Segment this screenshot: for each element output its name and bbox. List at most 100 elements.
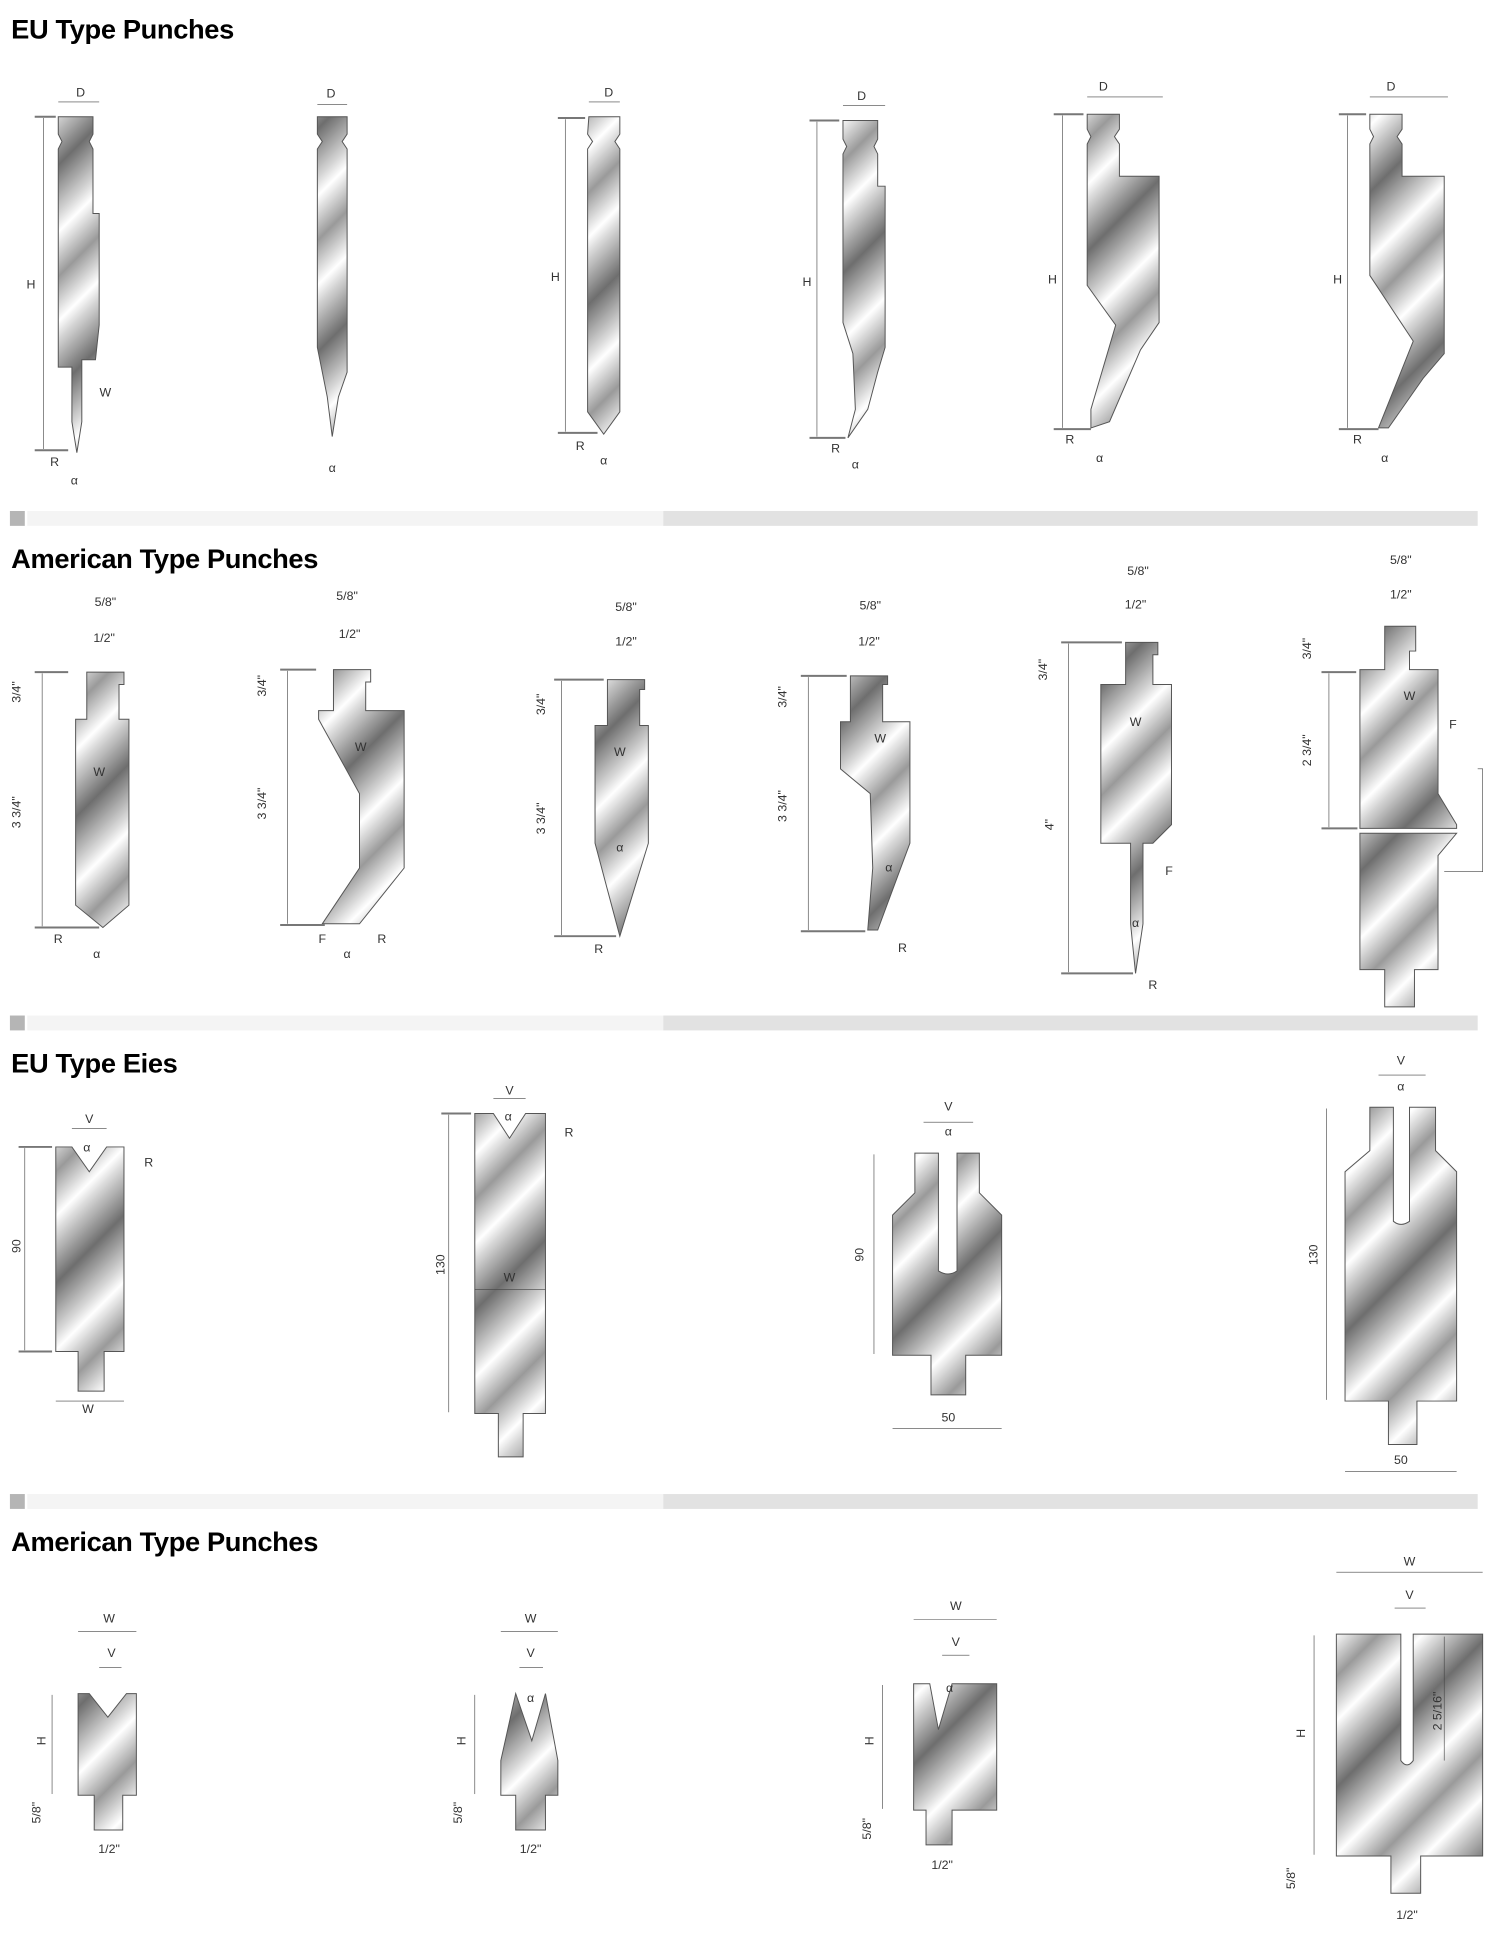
dimension-label: D xyxy=(327,87,336,101)
american-punch-4 xyxy=(800,674,911,933)
dimension-label: W xyxy=(525,1612,537,1626)
dimension-label: W xyxy=(93,765,105,779)
dimension-label: α xyxy=(329,461,336,475)
dimension-label: 50 xyxy=(941,1411,955,1425)
dimension-label: H xyxy=(455,1736,469,1745)
dimension-label: α xyxy=(946,1681,953,1695)
dimension-label: 5/8" xyxy=(1284,1868,1298,1890)
dimension-label: H xyxy=(34,1736,48,1745)
dimension-label: 1/2" xyxy=(93,631,115,645)
dimension-label: α xyxy=(885,860,892,874)
dimension-label: α xyxy=(1132,916,1139,930)
eu-die-1 xyxy=(18,1128,125,1402)
dimension-label: W xyxy=(82,1402,94,1416)
american-punch-2 xyxy=(280,668,405,927)
dimension-label: 3/4" xyxy=(255,675,269,697)
dimension-label: α xyxy=(945,1124,952,1138)
dimension-label: H xyxy=(803,275,812,289)
dimension-label: R xyxy=(898,941,907,955)
dimension-label: 1/2" xyxy=(1390,588,1412,602)
american-punch-5 xyxy=(1061,641,1172,975)
american-die-2 xyxy=(474,1631,559,1831)
dimension-label: V xyxy=(1397,1054,1406,1068)
dimension-label: α xyxy=(83,1140,90,1154)
dimension-label: 1/2" xyxy=(1396,1908,1418,1922)
dimension-label: 3 3/4" xyxy=(10,796,24,828)
dimension-label: α xyxy=(505,1109,512,1123)
dimension-label: R xyxy=(594,942,603,956)
dimension-label: 1/2" xyxy=(615,635,637,649)
dimension-label: α xyxy=(852,457,859,471)
dimension-label: V xyxy=(526,1646,535,1660)
american-die-1 xyxy=(51,1631,137,1831)
dimension-label: H xyxy=(863,1736,877,1745)
american-die-3 xyxy=(882,1618,998,1846)
dimension-label: 3/4" xyxy=(776,686,790,708)
dimension-label: F xyxy=(1449,718,1457,732)
dimension-label: V xyxy=(505,1083,514,1097)
dimension-label: 5/8" xyxy=(336,589,358,603)
dimension-label: V xyxy=(944,1100,953,1114)
dimension-label: 5/8" xyxy=(1127,564,1149,578)
dimension-label: H xyxy=(551,270,560,284)
dimension-label: 3 3/4" xyxy=(534,802,548,834)
dimension-label: D xyxy=(76,85,85,99)
dimension-label: 1/2" xyxy=(520,1842,542,1856)
dimension-label: 1/2" xyxy=(931,1858,953,1872)
dimension-label: D xyxy=(857,89,866,103)
section-divider xyxy=(9,1494,1478,1509)
dimension-label: 5/8" xyxy=(860,1818,874,1840)
american-punch-3 xyxy=(554,678,649,938)
dimension-label: 2 5/16" xyxy=(1430,1692,1444,1731)
dimension-label: 90 xyxy=(853,1248,867,1262)
section-title-american-punches: American Type Punches xyxy=(11,543,318,574)
dimension-label: 5/8" xyxy=(29,1802,43,1824)
dimension-label: α xyxy=(600,454,607,468)
dimension-label: 5/8" xyxy=(451,1802,465,1824)
section-divider xyxy=(9,1015,1478,1031)
dimension-label: 2 3/4" xyxy=(1300,734,1314,766)
section-title-eu-dies: EU Type Eies xyxy=(11,1048,177,1079)
dimension-label: 3 3/4" xyxy=(776,790,790,822)
section-divider xyxy=(9,510,1478,526)
dimension-label: α xyxy=(1397,1080,1404,1094)
dimension-label: W xyxy=(1130,715,1142,729)
dimension-label: 5/8" xyxy=(859,599,881,613)
dimension-label: F xyxy=(1165,864,1173,878)
dimension-label: 1/2" xyxy=(858,635,880,649)
dimension-label: R xyxy=(1353,433,1362,447)
dimension-label: 90 xyxy=(10,1239,24,1253)
dimension-label: 5/8" xyxy=(95,595,117,609)
section-title-eu-punches: EU Type Punches xyxy=(11,14,234,45)
dimension-label: W xyxy=(355,740,367,754)
dimension-label: W xyxy=(1404,689,1416,703)
eu-die-2 xyxy=(441,1098,546,1458)
dimension-label: H xyxy=(27,278,36,292)
dimension-label: D xyxy=(1386,79,1395,93)
dimension-label: R xyxy=(831,441,840,455)
dimension-label: V xyxy=(952,1635,961,1649)
american-punch-6 xyxy=(1321,625,1483,1008)
eu-punch-1 xyxy=(34,101,100,453)
eu-die-3 xyxy=(873,1121,1003,1429)
eu-punch-4 xyxy=(809,105,886,439)
dimension-label: 4" xyxy=(1042,819,1056,830)
dimension-label: 50 xyxy=(1394,1453,1408,1467)
dimension-label: 1/2" xyxy=(339,627,361,641)
dimension-label: V xyxy=(85,1112,94,1126)
dimension-label: 5/8" xyxy=(1390,553,1412,567)
dimension-label: R xyxy=(1065,433,1074,447)
dimension-label: R xyxy=(144,1155,153,1169)
dimension-label: F xyxy=(319,932,327,946)
dimension-label: R xyxy=(1148,978,1157,992)
dimension-label: V xyxy=(1405,1588,1414,1602)
dimension-label: 1/2" xyxy=(1125,597,1147,611)
dimension-label: α xyxy=(71,473,78,487)
dimension-label: 3/4" xyxy=(1300,638,1314,660)
eu-punch-5 xyxy=(1053,96,1163,431)
dimension-label: W xyxy=(103,1612,115,1626)
dimension-label: α xyxy=(527,1691,534,1705)
dimension-label: R xyxy=(50,455,59,469)
dimension-label: W xyxy=(504,1271,516,1285)
